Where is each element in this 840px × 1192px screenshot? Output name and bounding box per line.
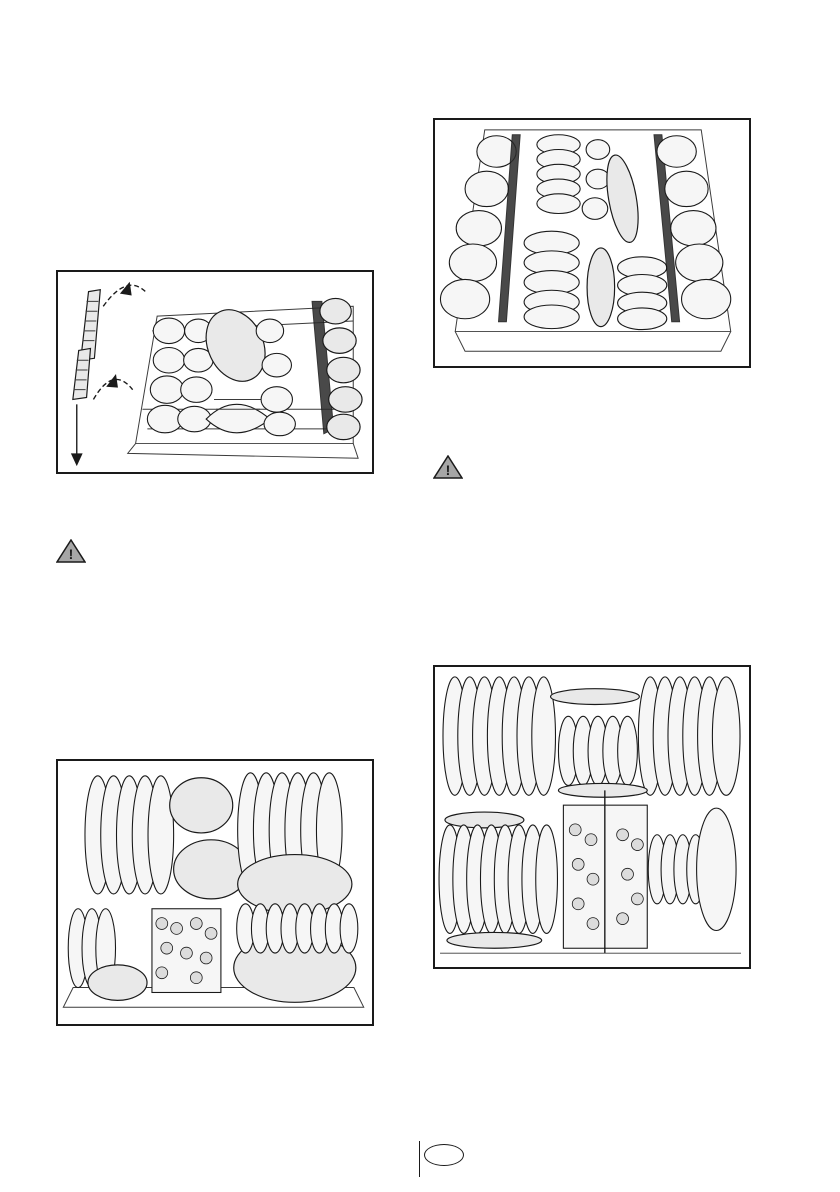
footer-divider	[419, 1141, 420, 1177]
figure-lower-basket-plates-load	[433, 665, 751, 969]
warning-symbol: !	[69, 546, 74, 562]
lower-basket-mixed-illustration	[58, 761, 372, 1024]
lower-basket-plates-illustration	[435, 667, 749, 967]
warning-symbol: !	[446, 462, 451, 478]
figure-upper-basket-clip-removal	[56, 270, 374, 474]
upper-basket-illustration	[435, 120, 749, 366]
language-badge	[424, 1144, 464, 1166]
warning-icon: !	[56, 539, 86, 563]
figure-upper-basket-cups-loaded	[433, 118, 751, 368]
warning-icon: !	[433, 455, 463, 479]
figure-lower-basket-mixed-load	[56, 759, 374, 1026]
basket-clip-illustration	[58, 272, 372, 472]
